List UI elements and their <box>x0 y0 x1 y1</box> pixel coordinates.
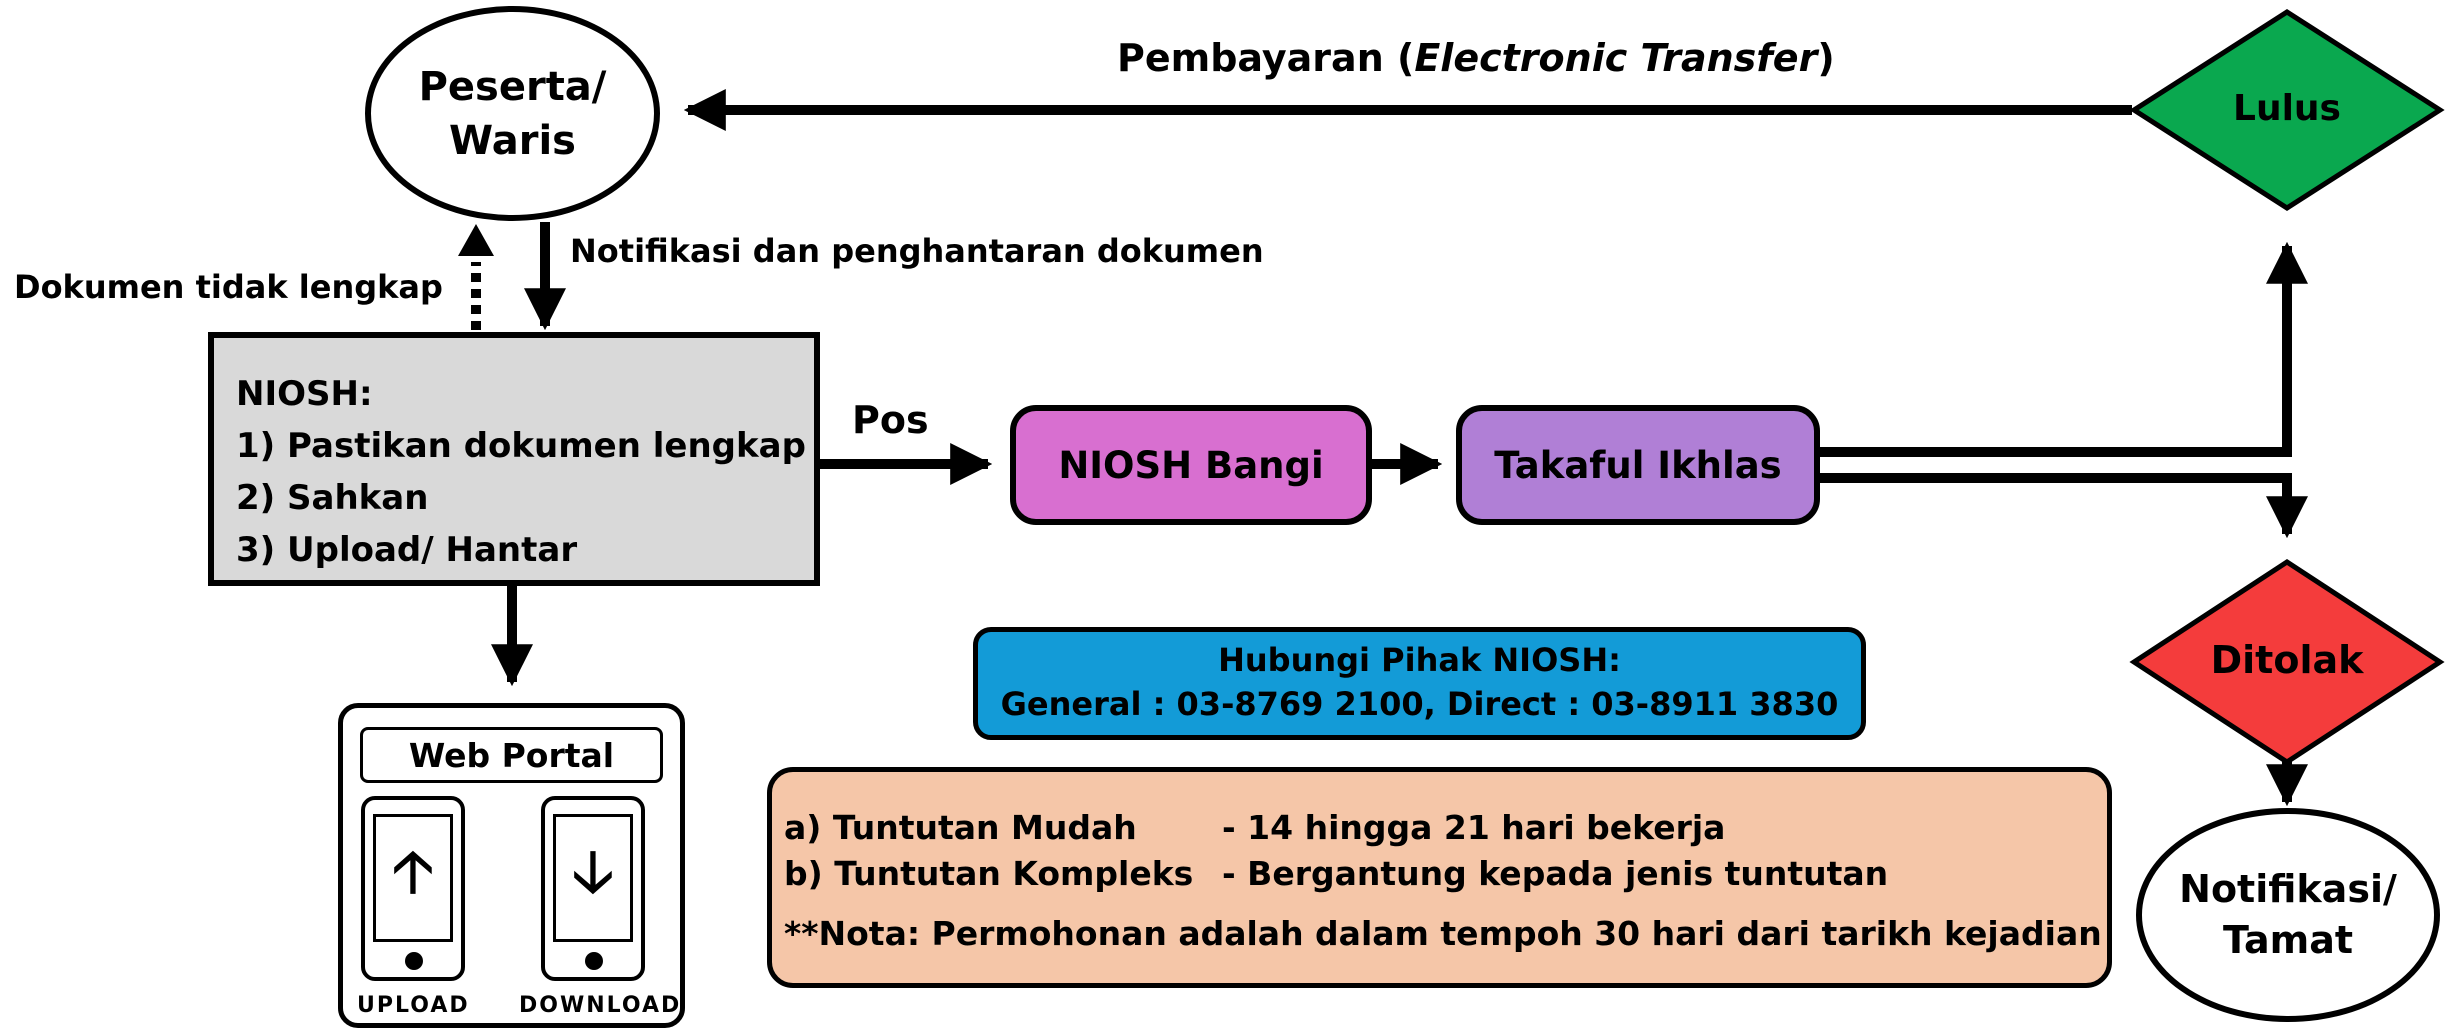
upload-phone-icon: 🡡 <box>361 796 465 981</box>
niosh-bangi-node: NIOSH Bangi <box>1010 405 1372 525</box>
contact-numbers: General : 03-8769 2100, Direct : 03-8911… <box>1000 685 1839 723</box>
peserta-waris-node: Peserta/ Waris <box>365 6 660 221</box>
ditolak-label: Ditolak <box>2210 638 2364 682</box>
timing-row-1-value: - 14 hingga 21 hari bekerja <box>1222 808 1726 847</box>
pos-label: Pos <box>852 398 929 442</box>
arrow-down-icon: 🡣 <box>553 814 633 942</box>
upload-label: UPLOAD <box>357 993 470 1018</box>
arrowhead-dotted <box>458 224 494 256</box>
arrow-up-icon: 🡡 <box>373 814 453 942</box>
download-phone-icon: 🡣 <box>541 796 645 981</box>
takaful-ikhlas-node: Takaful Ikhlas <box>1456 405 1820 525</box>
arrow-takaful-to-ditolak <box>1818 473 2308 539</box>
phone-button-icon <box>405 952 423 970</box>
niosh-process-box: NIOSH: 1) Pastikan dokumen lengkap 2) Sa… <box>208 332 820 586</box>
web-portal-box: Web Portal 🡡 UPLOAD 🡣 DOWNLOAD <box>338 703 685 1028</box>
notifikasi-tamat-node: Notifikasi/ Tamat <box>2136 808 2440 1022</box>
notifikasi-dokumen-label: Notifikasi dan penghantaran dokumen <box>570 232 1264 270</box>
lulus-diamond <box>2129 9 2445 211</box>
niosh-step-3: 3) Upload/ Hantar <box>236 530 578 570</box>
phone-button-icon <box>585 952 603 970</box>
timing-row-2-label: b) Tuntutan Kompleks <box>784 854 1194 893</box>
niosh-step-1: 1) Pastikan dokumen lengkap <box>236 426 806 466</box>
timing-note: **Nota: Permohonan adalah dalam tempoh 3… <box>784 914 2102 953</box>
payment-label: Pembayaran (Electronic Transfer) <box>1117 36 1835 80</box>
lulus-label: Lulus <box>2233 88 2341 129</box>
timing-box: a) Tuntutan Mudah - 14 hingga 21 hari be… <box>767 767 2112 988</box>
niosh-heading: NIOSH: <box>236 374 373 414</box>
timing-row-2-value: - Bergantung kepada jenis tuntutan <box>1222 854 1889 893</box>
contact-title: Hubungi Pihak NIOSH: <box>1218 641 1621 679</box>
web-portal-title: Web Portal <box>360 727 663 783</box>
timing-row-1-label: a) Tuntutan Mudah <box>784 808 1137 847</box>
dokumen-tidak-lengkap-label: Dokumen tidak lengkap <box>14 268 443 306</box>
contact-box: Hubungi Pihak NIOSH: General : 03-8769 2… <box>973 627 1866 740</box>
niosh-step-2: 2) Sahkan <box>236 478 429 518</box>
notifikasi-tamat-label: Notifikasi/ Tamat <box>2179 866 2397 962</box>
download-label: DOWNLOAD <box>519 993 682 1018</box>
peserta-waris-label: Peserta/ Waris <box>418 63 607 164</box>
arrow-takaful-to-lulus <box>1818 241 2308 457</box>
ditolak-diamond <box>2129 559 2445 765</box>
